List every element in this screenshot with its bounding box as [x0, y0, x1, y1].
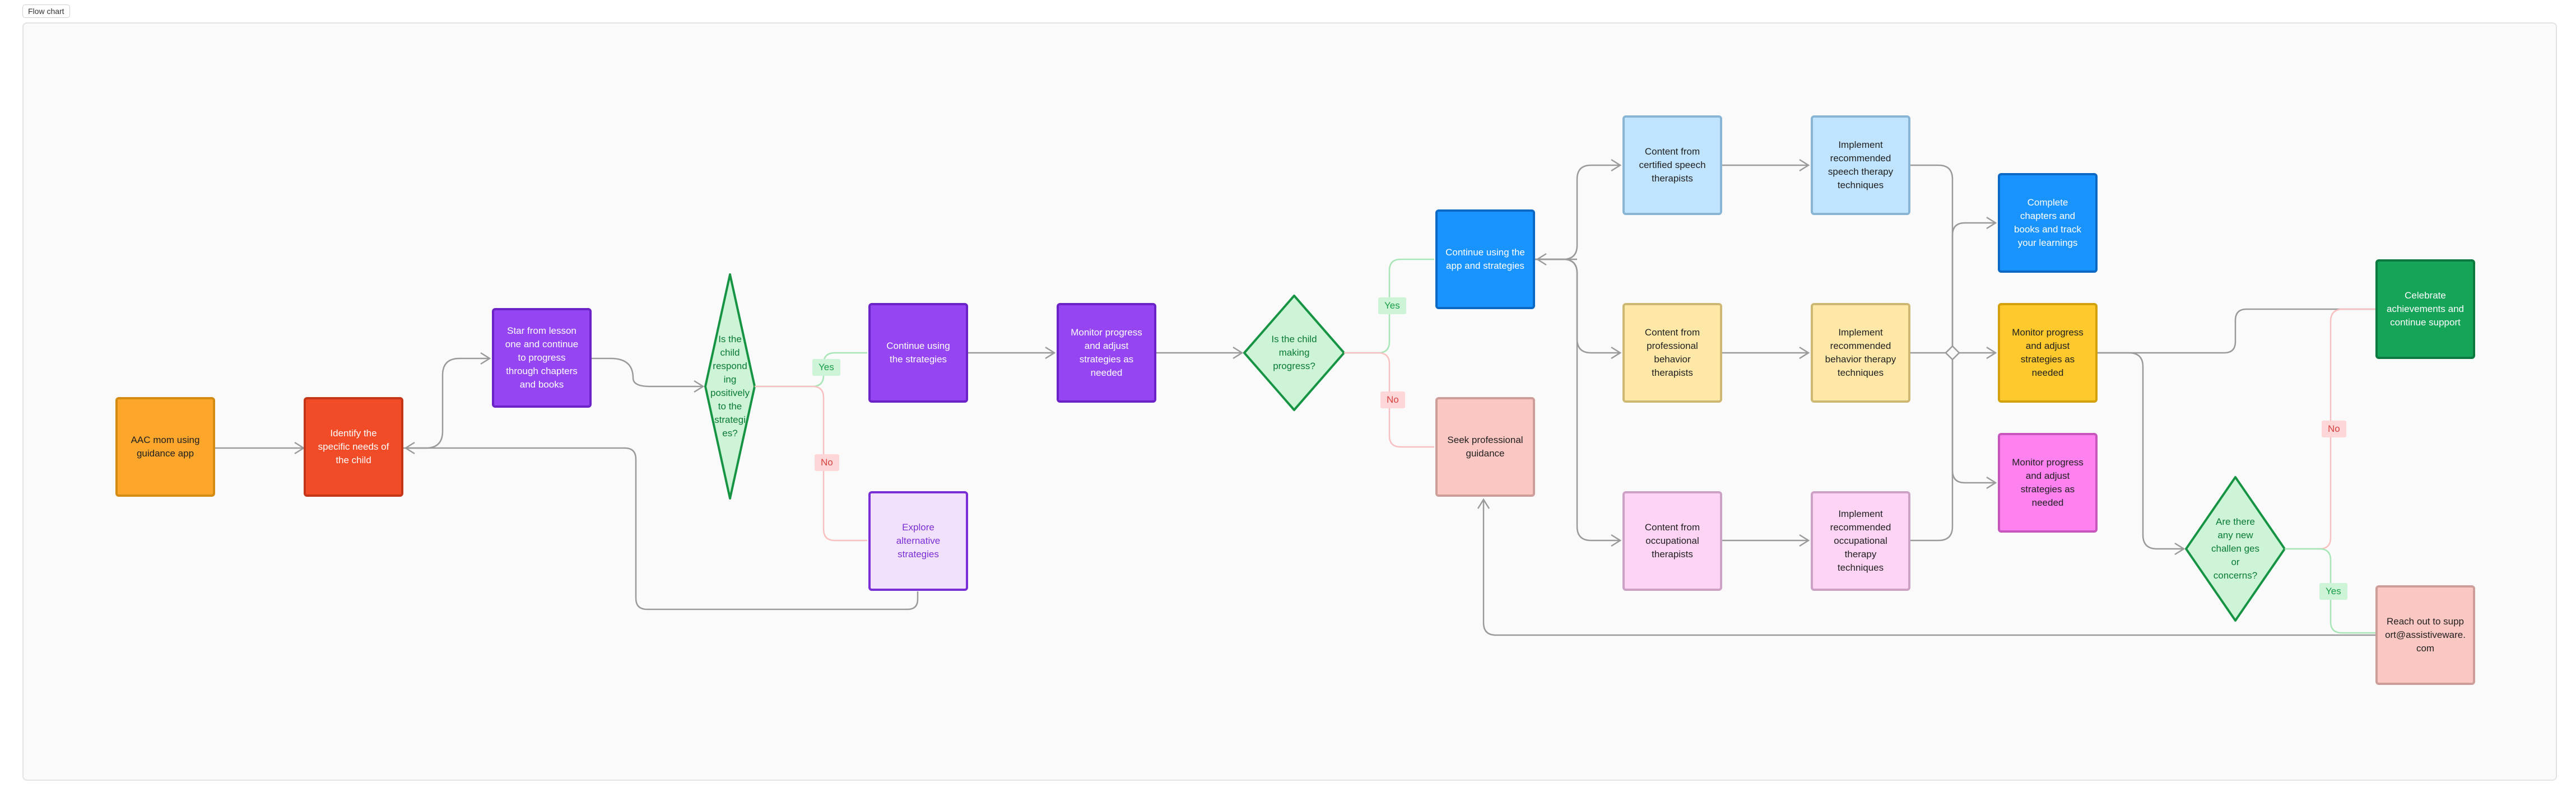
decision-text-progress: Is the child making progress?	[1271, 334, 1317, 371]
decision-diamond-challenges[interactable]	[2185, 476, 2286, 622]
edge-merge-to-complete	[1951, 216, 1997, 353]
edge-merge-to-monitor3	[1951, 353, 1997, 489]
edge-monitor2-to-challenges	[2096, 352, 2186, 556]
edge-app-to-speech	[1535, 158, 1622, 260]
node-monitor-progress-1[interactable]: Monitor progress and adjust strategies a…	[1057, 303, 1156, 403]
edge-lesson-to-decision	[592, 357, 705, 393]
node-implement-occupational[interactable]: Implement recommended occupational thera…	[1811, 491, 1910, 591]
edge-reachout-to-professional	[1477, 498, 2379, 636]
edge-label-yes-challenges: Yes	[2319, 583, 2347, 600]
node-content-behavior[interactable]: Content from professional behavior thera…	[1622, 303, 1722, 403]
edge-label-yes-progress: Yes	[1378, 297, 1406, 314]
frame-title[interactable]: Flow chart	[22, 4, 70, 18]
node-continue-strategies[interactable]: Continue using the strategies	[868, 303, 968, 403]
merge-junction	[1945, 345, 1960, 361]
node-celebrate[interactable]: Celebrate achievements and continue supp…	[2375, 259, 2475, 359]
edge-monitor2-to-celebrate	[2096, 308, 2375, 354]
edge-explore-to-identify	[404, 441, 919, 610]
node-seek-professional[interactable]: Seek professional guidance	[1435, 397, 1535, 497]
edge-identify-to-lesson	[403, 352, 491, 449]
decision-diamond-progress[interactable]	[1243, 295, 1345, 411]
node-implement-behavior[interactable]: Implement recommended behavior therapy t…	[1811, 303, 1910, 403]
edge-implement-speech-merge	[1909, 164, 1954, 353]
node-content-occupational[interactable]: Content from occupational therapists	[1622, 491, 1722, 591]
decision-diamond-responding[interactable]	[704, 273, 756, 500]
node-aac-mom[interactable]: AAC mom using guidance app	[115, 397, 215, 497]
edge-app-to-occupational	[1535, 258, 1622, 547]
edge-implement-occupational-merge	[1909, 353, 1954, 542]
node-implement-speech[interactable]: Implement recommended speech therapy tec…	[1811, 115, 1910, 215]
node-content-speech[interactable]: Content from certified speech therapists	[1622, 115, 1722, 215]
node-monitor-progress-2[interactable]: Monitor progress and adjust strategies a…	[1998, 303, 2098, 403]
edge-label-yes-responding: Yes	[812, 359, 840, 376]
node-identify-needs[interactable]: Identify the specific needs of the child	[304, 397, 403, 497]
decision-text-responding: Is the child respond ing positively to t…	[710, 334, 750, 439]
edge-decision-no	[755, 385, 867, 542]
edge-decision-yes	[755, 352, 867, 388]
edge-label-no-progress: No	[1380, 391, 1405, 408]
node-monitor-progress-3[interactable]: Monitor progress and adjust strategies a…	[1998, 433, 2098, 533]
node-start-lesson[interactable]: Star from lesson one and continue to pro…	[492, 308, 592, 408]
node-explore-alternative[interactable]: Explore alternative strategies	[868, 491, 968, 591]
node-continue-app[interactable]: Continue using the app and strategies	[1435, 209, 1535, 309]
edge-label-no-challenges: No	[2322, 421, 2346, 437]
node-reach-out[interactable]: Reach out to support@assistiveware.com	[2375, 585, 2475, 685]
node-complete-chapters[interactable]: Complete chapters and books and track yo…	[1998, 173, 2098, 273]
decision-text-challenges: Are there any new challen ges or concern…	[2211, 516, 2259, 581]
edge-label-no-responding: No	[815, 454, 839, 471]
